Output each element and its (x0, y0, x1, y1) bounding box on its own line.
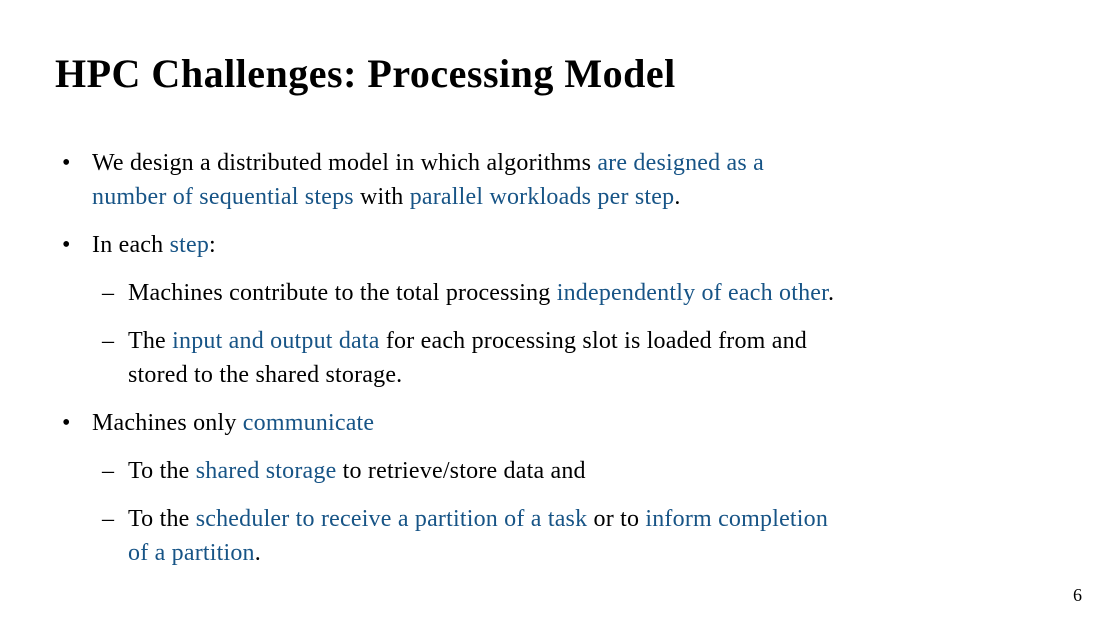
text-segment: Machines contribute to the total process… (128, 280, 557, 306)
text-segment: or to (587, 506, 646, 532)
text-segment: parallel workloads per step (409, 184, 675, 210)
bullet-text: Machines only communicate (92, 406, 1060, 440)
text-segment: scheduler to receive a partition of a ta… (195, 506, 588, 532)
text-segment: . (828, 280, 835, 306)
bullet-item: • Machines only communicate (0, 406, 1060, 440)
text-segment: We design a distributed model in which a… (92, 150, 598, 176)
bullet-text: We design a distributed model in which a… (92, 146, 1060, 214)
bullet-text: Machines contribute to the total process… (128, 276, 1060, 310)
page-number: 6 (1073, 585, 1082, 605)
slide-title: HPC Challenges: Processing Model (55, 51, 676, 96)
text-segment: inform completion of a partition (128, 506, 829, 566)
text-segment: for each processing slot is loaded from … (128, 328, 807, 388)
dash-marker-icon: – (102, 506, 115, 532)
text-segment: are designed as a number of sequential s… (92, 150, 764, 210)
text-segment: In each (92, 232, 170, 258)
bullet-text: The input and output data for each proce… (128, 324, 1060, 392)
text-segment: communicate (242, 410, 375, 436)
bullet-marker-icon: • (62, 150, 71, 176)
bullet-item: • We design a distributed model in which … (0, 146, 1060, 214)
text-segment: with (353, 184, 410, 210)
bullet-list: • We design a distributed model in which … (0, 146, 1060, 570)
text-segment: : (209, 232, 216, 258)
dash-marker-icon: – (102, 328, 115, 354)
bullet-text: To the shared storage to retrieve/store … (128, 454, 1060, 488)
text-segment: To the (128, 506, 196, 532)
dash-marker-icon: – (102, 458, 115, 484)
sub-bullet-item: –The input and output data for each proc… (0, 324, 1060, 392)
text-segment: to retrieve/store data and (336, 458, 586, 484)
text-segment: step (169, 232, 210, 258)
sub-bullet-item: –To the scheduler to receive a partition… (0, 502, 1060, 570)
text-segment: independently of each other (556, 280, 829, 306)
text-segment: input and output data (172, 328, 380, 354)
bullet-marker-icon: • (62, 232, 71, 258)
sub-bullet-item: –To the shared storage to retrieve/store… (0, 454, 1060, 488)
bullet-text: In each step: (92, 228, 1060, 262)
text-segment: . (674, 184, 681, 210)
text-segment: shared storage (195, 458, 337, 484)
sub-bullet-item: –Machines contribute to the total proces… (0, 276, 1060, 310)
bullet-marker-icon: • (62, 410, 71, 436)
dash-marker-icon: – (102, 280, 115, 306)
bullet-item: • In each step: (0, 228, 1060, 262)
text-segment: Machines only (92, 410, 243, 436)
text-segment: To the (128, 458, 196, 484)
text-segment: . (254, 540, 261, 566)
text-segment: The (128, 328, 173, 354)
bullet-text: To the scheduler to receive a partition … (128, 502, 1060, 570)
